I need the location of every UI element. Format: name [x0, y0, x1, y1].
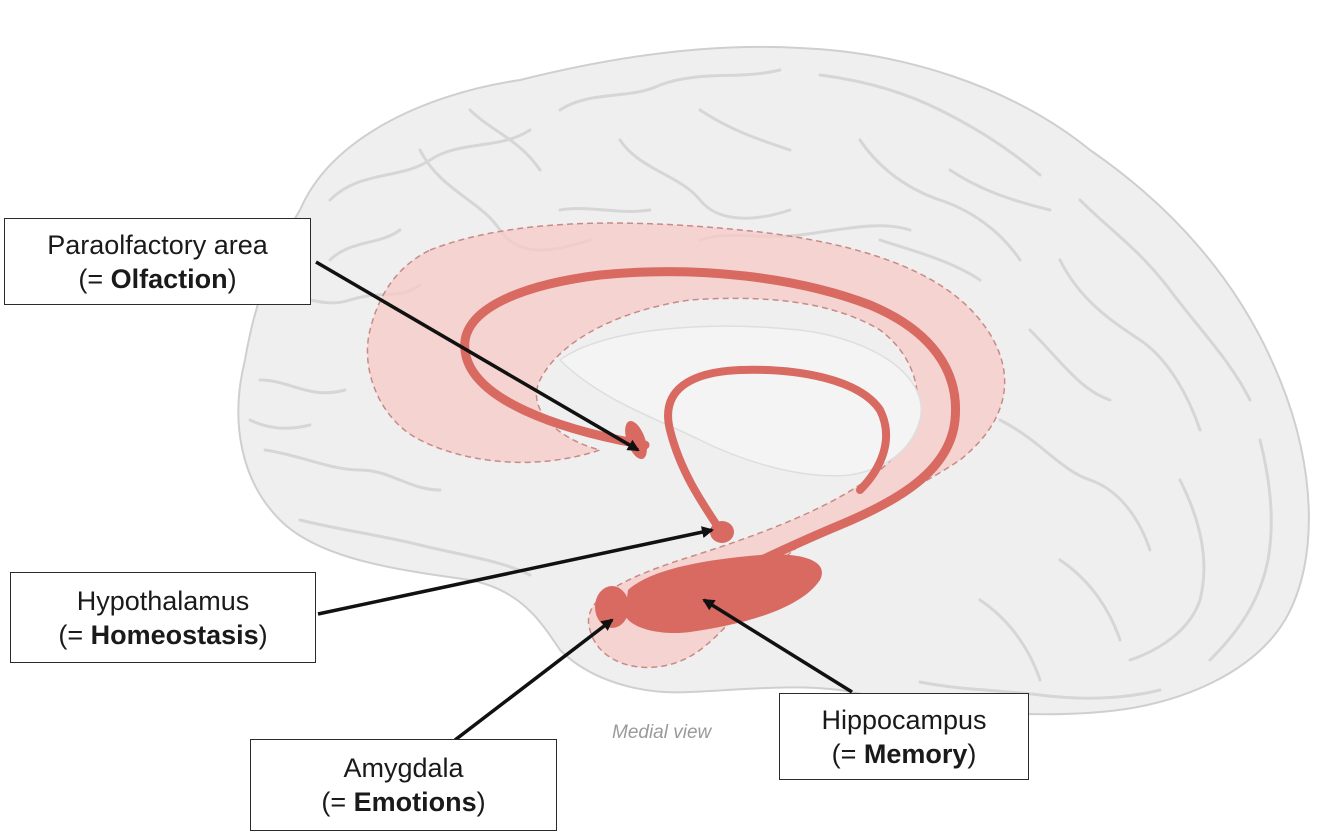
label-amygdala: Amygdala [343, 753, 464, 783]
arrow-paraolfactory [315, 260, 640, 452]
hippocampus-shape [625, 554, 822, 634]
callout-amygdala: Amygdala (= Emotions) [250, 739, 557, 831]
function-olfaction: Olfaction [110, 263, 228, 294]
function-hypothalamus: (= Homeostasis) [11, 618, 315, 652]
label-paraolfactory-area: Paraolfactory area [47, 229, 268, 260]
function-memory: Memory [863, 738, 968, 769]
function-paraolfactory: (= Olfaction) [5, 262, 310, 296]
paren-open: (= [321, 787, 354, 817]
paren-open: (= [78, 263, 111, 294]
corpus-callosum [558, 325, 922, 477]
function-homeostasis: Homeostasis [90, 619, 259, 650]
callout-paraolfactory-area: Paraolfactory area (= Olfaction) [4, 218, 311, 305]
arrow-hippocampus [702, 598, 853, 694]
function-emotions: Emotions [353, 787, 477, 817]
function-hippocampus: (= Memory) [780, 737, 1028, 771]
arrow-amygdala [453, 618, 614, 742]
function-amygdala: (= Emotions) [251, 785, 556, 819]
arrow-hypothalamus [317, 526, 714, 616]
paren-close: ) [967, 738, 977, 769]
callout-hippocampus: Hippocampus (= Memory) [779, 693, 1029, 780]
paren-close: ) [258, 619, 268, 650]
paren-open: (= [831, 738, 864, 769]
paren-open: (= [58, 619, 91, 650]
limbic-lobe [366, 222, 1006, 669]
mamillary-body-shape [710, 521, 734, 543]
label-hippocampus: Hippocampus [821, 704, 987, 735]
paren-close: ) [227, 263, 237, 294]
limbic-ring [460, 267, 961, 605]
amygdala-shape [595, 586, 629, 628]
label-hypothalamus: Hypothalamus [76, 585, 250, 616]
view-caption: Medial view [612, 722, 712, 743]
callout-hypothalamus: Hypothalamus (= Homeostasis) [10, 572, 316, 663]
paren-close: ) [476, 787, 486, 817]
